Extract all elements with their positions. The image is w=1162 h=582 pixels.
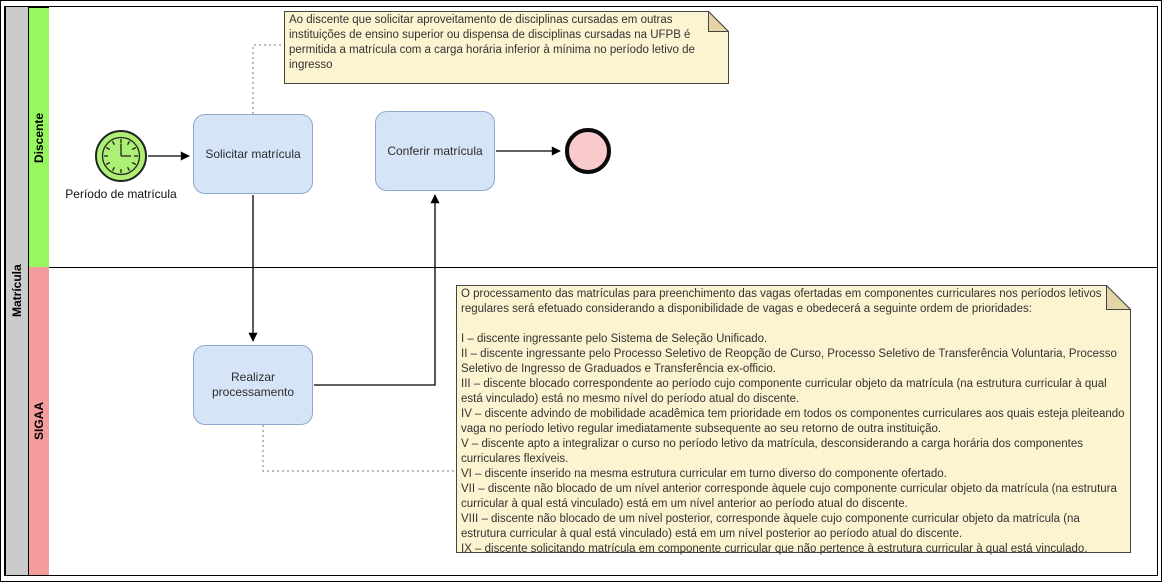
- lane-sigaa: SIGAA: [28, 267, 49, 575]
- lane-discente-label: Discente: [32, 112, 46, 163]
- note-text: O processamento das matrículas para pree…: [461, 288, 1125, 555]
- task-label: Conferir matrícula: [387, 143, 483, 158]
- note-text: Ao discente que solicitar aproveitamento…: [289, 14, 699, 71]
- start-event-label: Período de matrícula: [65, 187, 177, 201]
- end-event: [565, 128, 611, 174]
- note-shape: [284, 11, 729, 84]
- task-conferir-matricula: Conferir matrícula: [375, 111, 495, 191]
- lane-divider: [49, 267, 1157, 268]
- annotation-note-ingresso: Ao discente que solicitar aproveitamento…: [284, 11, 729, 84]
- pool-title-label: Matrícula: [10, 264, 24, 318]
- pool-title: Matrícula: [5, 7, 28, 575]
- task-realizar-processamento: Realizar processamento: [193, 345, 313, 425]
- lane-discente: Discente: [28, 7, 49, 267]
- annotation-note-prioridades: O processamento das matrículas para pree…: [456, 285, 1131, 555]
- note-shape: [456, 285, 1131, 553]
- task-label: Realizar processamento: [211, 370, 295, 399]
- lane-sigaa-label: SIGAA: [32, 402, 46, 441]
- timer-icon: [101, 136, 141, 176]
- task-solicitar-matricula: Solicitar matrícula: [193, 114, 313, 194]
- timer-start-event: [95, 130, 147, 182]
- task-label: Solicitar matrícula: [205, 146, 301, 161]
